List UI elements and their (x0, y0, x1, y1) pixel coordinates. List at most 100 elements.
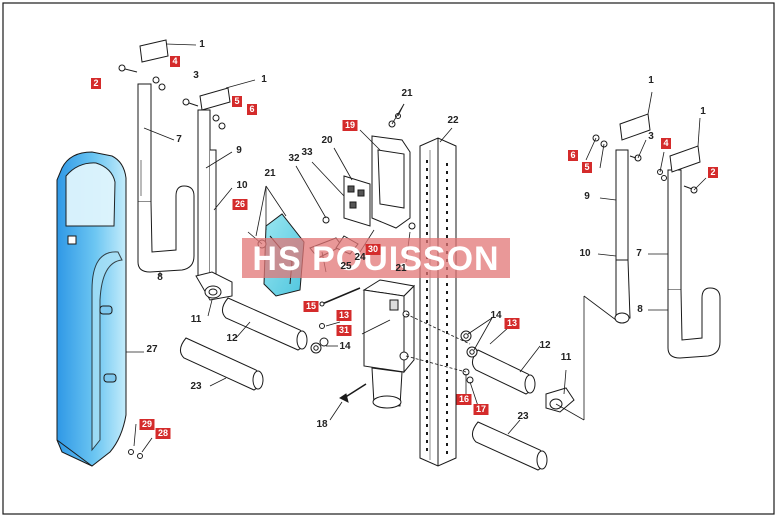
callout-tag-bg (303, 301, 319, 312)
callout-number: 20 (321, 135, 333, 146)
part-28-29-screws (128, 449, 143, 459)
rail-hole (446, 435, 448, 438)
callout-tag-bg (568, 150, 578, 161)
callout-number: 23 (517, 411, 529, 422)
part-11-bracket-right (545, 387, 575, 413)
rail-hole (446, 347, 448, 350)
callout-number: 17 (476, 404, 486, 414)
callout-1: 1 (648, 75, 654, 86)
callout-tag-bg (473, 404, 489, 415)
callout-2: 2 (708, 167, 718, 178)
callout-2: 2 (91, 78, 101, 89)
callout-10: 10 (579, 248, 591, 259)
rail-hole (446, 451, 448, 454)
callout-28: 28 (155, 428, 171, 439)
callout-number: 14 (490, 310, 502, 321)
callout-number: 3 (648, 131, 654, 142)
rail-hole (446, 163, 448, 166)
callout-4: 4 (170, 56, 180, 67)
callout-number: 13 (339, 310, 349, 320)
callout-29: 29 (139, 419, 155, 430)
rail-hole (426, 168, 428, 171)
callout-number: 5 (584, 162, 589, 172)
callout-tag-bg (336, 325, 352, 336)
callout-7: 7 (636, 248, 642, 259)
callout-number: 13 (507, 318, 517, 328)
rail-hole (446, 235, 448, 238)
rail-hole (426, 232, 428, 235)
callout-number: 18 (316, 419, 328, 430)
callout-number: 15 (306, 301, 316, 311)
callout-number: 26 (235, 199, 245, 209)
rail-hole (426, 320, 428, 323)
callout-14: 14 (339, 341, 351, 352)
callout-10: 10 (236, 180, 248, 191)
part-20-circuit-board (322, 175, 371, 227)
callout-6: 6 (568, 150, 578, 161)
rail-hole (426, 368, 428, 371)
callout-number: 1 (700, 106, 706, 117)
callout-number: 21 (264, 168, 276, 179)
rail-hole (446, 339, 448, 342)
callout-tag-bg (247, 104, 257, 115)
callout-number: 12 (226, 333, 238, 344)
callout-tag-bg (336, 310, 352, 321)
callout-19: 19 (342, 120, 358, 131)
rail-hole (426, 424, 428, 427)
leader-lines (126, 43, 707, 453)
callout-11: 11 (191, 314, 202, 325)
rail-hole (446, 179, 448, 182)
part-9-arm-left (195, 109, 233, 301)
callout-number: 21 (395, 263, 407, 274)
callout-number: 19 (345, 120, 355, 130)
rail-hole (426, 208, 428, 211)
callout-tag-bg (582, 162, 592, 173)
rail-hole (426, 440, 428, 443)
rail-hole (426, 328, 428, 331)
callout-9: 9 (584, 191, 590, 202)
callout-18: 18 (316, 419, 328, 430)
callout-tag-bg (232, 199, 248, 210)
callout-number: 5 (234, 96, 239, 106)
rail-hole (446, 363, 448, 366)
callout-21: 21 (264, 168, 276, 179)
rail-hole (426, 408, 428, 411)
part-22-rail (419, 137, 457, 467)
rail-hole (426, 400, 428, 403)
rail-hole (446, 371, 448, 374)
callout-tag-bg (365, 244, 381, 255)
rail-hole (426, 392, 428, 395)
callout-number: 1 (261, 74, 267, 85)
rail-hole (426, 296, 428, 299)
rail-hole (446, 219, 448, 222)
part-19-mount-bracket (371, 113, 416, 230)
callout-number: 6 (570, 150, 575, 160)
callout-13: 13 (336, 310, 352, 321)
callout-8: 8 (157, 272, 163, 283)
rail-hole (446, 227, 448, 230)
rail-hole (426, 448, 428, 451)
part-7-arm-right (667, 169, 721, 359)
callout-number: 33 (301, 147, 313, 158)
callout-1: 1 (199, 39, 205, 50)
callout-tag-bg (170, 56, 180, 67)
rail-hole (446, 443, 448, 446)
callout-3: 3 (648, 131, 654, 142)
rail-hole (446, 283, 448, 286)
part-7-arm-left (137, 83, 195, 273)
callout-number: 8 (157, 272, 163, 283)
part-14-nuts-left (310, 323, 329, 354)
callout-tag-bg (661, 138, 671, 149)
callout-number: 7 (636, 248, 642, 259)
callout-33: 33 (301, 147, 313, 158)
rail-hole (446, 411, 448, 414)
diagram-border (2, 2, 775, 515)
rail-hole (446, 403, 448, 406)
callout-number: 27 (146, 344, 158, 355)
callout-number: 12 (539, 340, 551, 351)
rail-hole (426, 200, 428, 203)
part-27-side-cover (56, 151, 127, 467)
callout-23: 23 (517, 411, 529, 422)
